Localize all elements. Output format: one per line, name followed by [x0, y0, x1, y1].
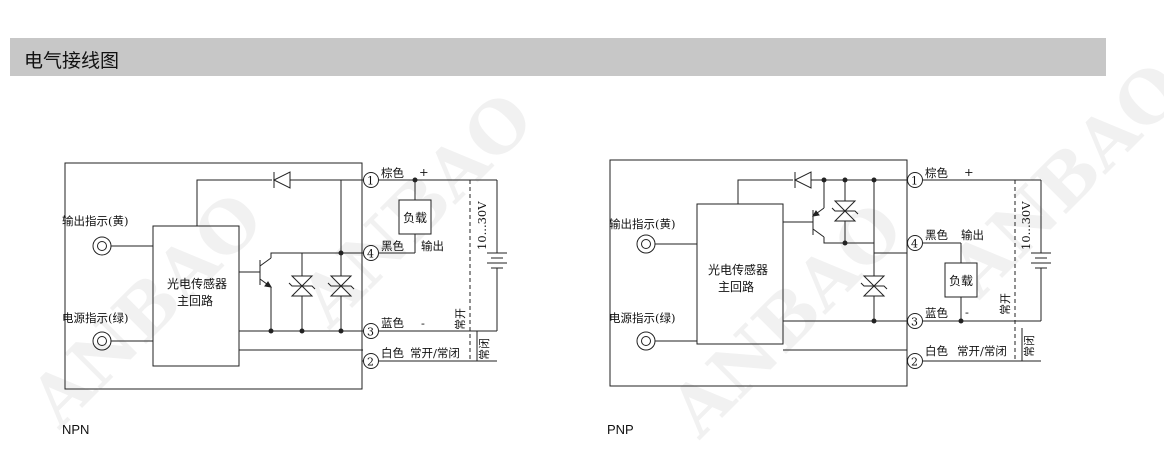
power-indicator-label: 电源指示(绿)	[62, 311, 128, 325]
no-nc-label: 常开/常闭	[410, 346, 460, 360]
output-led-icon	[92, 236, 112, 256]
sensor-housing	[609, 159, 908, 387]
diode-icon	[272, 171, 291, 189]
sensor-housing	[64, 162, 363, 390]
power-led-icon	[636, 331, 656, 351]
nc-label: 常闭	[1023, 335, 1036, 357]
power-led-icon	[92, 331, 112, 351]
output-label: 输出	[421, 239, 444, 253]
main-circuit-box	[152, 225, 240, 367]
diode-icon	[793, 171, 812, 189]
wire-2-label: 白色	[925, 344, 948, 358]
plus-label: +	[964, 165, 974, 179]
output-indicator-label: 输出指示(黄)	[62, 214, 128, 228]
wire-1-label: 棕色	[381, 166, 404, 180]
section-title: 电气接线图	[24, 50, 120, 72]
load-label: 负载	[403, 211, 427, 225]
load-label: 负载	[949, 274, 973, 288]
svg-text:3: 3	[911, 316, 918, 329]
wire-3-label: 蓝色	[925, 306, 948, 320]
pnp-transistor-icon	[783, 207, 825, 238]
svg-text:1: 1	[367, 175, 374, 188]
battery-icon	[487, 252, 507, 269]
terminal-1: 1	[363, 172, 379, 188]
npn-wiring-diagram: 光电传感器 主回路 输出指示(黄) 电源指示(绿)	[62, 162, 507, 390]
pnp-wiring-diagram: 光电传感器 主回路 输出指示(黄) 电源指示(绿)	[609, 159, 1051, 387]
no-nc-label: 常开/常闭	[957, 344, 1007, 358]
npn-transistor-icon	[239, 257, 272, 288]
pnp-caption: PNP	[607, 422, 634, 437]
wire-3-label: 蓝色	[381, 316, 404, 330]
wire-2-label: 白色	[381, 346, 404, 360]
wire-4-label: 黑色	[381, 239, 404, 253]
terminal-1: 1	[907, 172, 923, 188]
terminal-4: 4	[907, 235, 923, 251]
main-circuit-label: 光电传感器	[708, 262, 768, 277]
section-header: 电气接线图	[10, 38, 1106, 76]
output-label: 输出	[961, 228, 984, 242]
svg-text:1: 1	[911, 175, 918, 188]
svg-text:4: 4	[911, 238, 918, 251]
main-circuit-label: 主回路	[718, 279, 754, 294]
minus-label: -	[965, 305, 969, 319]
zener-diode-icon	[288, 253, 316, 331]
zener-diode-icon	[860, 180, 888, 321]
main-circuit-label: 主回路	[177, 293, 213, 308]
wire-1-label: 棕色	[925, 166, 948, 180]
svg-text:4: 4	[367, 248, 374, 261]
main-circuit-label: 光电传感器	[167, 276, 227, 291]
zener-diode-icon	[831, 180, 859, 243]
minus-label: -	[421, 316, 425, 330]
nc-label: 常闭	[478, 338, 491, 360]
terminal-2: 2	[907, 353, 923, 369]
svg-text:3: 3	[367, 326, 374, 339]
power-indicator-label: 电源指示(绿)	[609, 311, 675, 325]
output-led-icon	[636, 234, 656, 254]
wire-4-label: 黑色	[925, 228, 948, 242]
battery-icon	[1031, 252, 1051, 269]
svg-text:2: 2	[367, 356, 374, 369]
terminal-3: 3	[907, 313, 923, 329]
svg-text:2: 2	[911, 356, 918, 369]
voltage-label: 10...30V	[1019, 201, 1033, 250]
main-circuit-box	[696, 203, 784, 345]
no-label: 常开	[454, 308, 467, 330]
terminal-4: 4	[363, 245, 379, 261]
zener-diode-icon	[327, 180, 355, 331]
no-label: 常开	[999, 293, 1012, 315]
load-box	[398, 199, 432, 235]
terminal-2: 2	[363, 353, 379, 369]
npn-caption: NPN	[62, 422, 90, 437]
voltage-label: 10...30V	[475, 201, 489, 250]
terminal-3: 3	[363, 323, 379, 339]
output-indicator-label: 输出指示(黄)	[609, 217, 675, 231]
plus-label: +	[419, 165, 429, 179]
